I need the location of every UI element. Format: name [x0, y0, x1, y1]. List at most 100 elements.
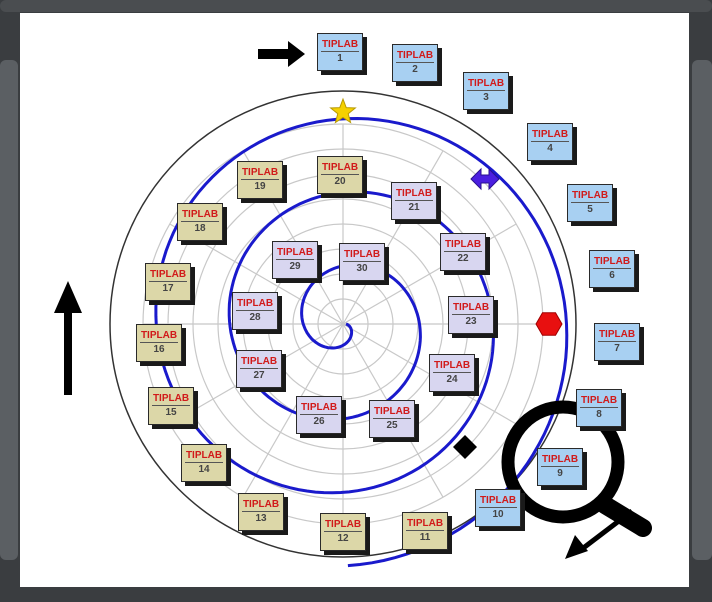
background-left-panel — [0, 60, 18, 560]
tile-number: 1 — [337, 53, 343, 64]
tile-number: 4 — [547, 143, 553, 154]
tile-brand-label: TIPLAB — [323, 519, 363, 532]
tile-brand-label: TIPLAB — [241, 499, 281, 512]
tile-number: 8 — [596, 409, 602, 420]
arrow-right-icon — [258, 41, 305, 67]
tile-number: 7 — [614, 343, 620, 354]
tile-number: 23 — [465, 316, 477, 327]
tile-number: 13 — [255, 513, 267, 524]
tile-brand-label: TIPLAB — [275, 247, 315, 260]
tile-brand-label: TIPLAB — [372, 406, 412, 419]
tile-number: 14 — [198, 464, 210, 475]
tile-number: 9 — [557, 468, 563, 479]
tile-brand-label: TIPLAB — [466, 78, 506, 91]
magnifier-handle — [596, 496, 652, 537]
tile-brand-label: TIPLAB — [443, 239, 483, 252]
tile-brand-label: TIPLAB — [597, 329, 637, 342]
tile-number: 11 — [419, 532, 431, 543]
star-icon — [329, 97, 357, 124]
tile-brand-label: TIPLAB — [432, 360, 472, 373]
tile-number: 19 — [254, 181, 266, 192]
arrow-down-left-icon — [565, 535, 588, 559]
tile-number: 25 — [386, 420, 398, 431]
tile-number: 5 — [587, 204, 593, 215]
tile-number: 30 — [356, 263, 368, 274]
tile-number: 29 — [289, 261, 301, 272]
tile-number: 12 — [337, 533, 349, 544]
tile-brand-label: TIPLAB — [320, 162, 360, 175]
tile-number: 18 — [194, 223, 206, 234]
tile-number: 21 — [408, 202, 420, 213]
tile-brand-label: TIPLAB — [240, 167, 280, 180]
tile-number: 16 — [153, 344, 165, 355]
tile-brand-label: TIPLAB — [235, 298, 275, 311]
tile-brand-label: TIPLAB — [395, 50, 435, 63]
tile-brand-label: TIPLAB — [451, 302, 491, 315]
tile-brand-label: TIPLAB — [239, 356, 279, 369]
outer-ring — [109, 90, 577, 558]
tile-number: 15 — [165, 407, 177, 418]
tile-number: 3 — [483, 92, 489, 103]
tile-number: 22 — [457, 253, 469, 264]
tile-number: 17 — [162, 283, 174, 294]
tile-brand-label: TIPLAB — [148, 269, 188, 282]
spiral-line — [154, 116, 569, 568]
tile-number: 10 — [492, 509, 504, 520]
tile-brand-label: TIPLAB — [394, 188, 434, 201]
hexagon-icon — [535, 312, 563, 336]
tile-number: 2 — [412, 64, 418, 75]
tile-brand-label: TIPLAB — [299, 402, 339, 415]
tile-brand-label: TIPLAB — [342, 249, 382, 262]
tile-brand-label: TIPLAB — [320, 39, 360, 52]
tile-brand-label: TIPLAB — [540, 454, 580, 467]
tile-number: 24 — [446, 374, 458, 385]
tile-brand-label: TIPLAB — [570, 190, 610, 203]
background-header — [0, 0, 712, 12]
tile-brand-label: TIPLAB — [180, 209, 220, 222]
tile-number: 20 — [334, 176, 346, 187]
tile-brand-label: TIPLAB — [139, 330, 179, 343]
grid-spoke-11 — [342, 150, 444, 325]
tile-brand-label: TIPLAB — [405, 518, 445, 531]
double-arrow-icon — [470, 167, 500, 191]
magnifier-icon — [501, 400, 625, 524]
tile-brand-label: TIPLAB — [478, 495, 518, 508]
tile-brand-label: TIPLAB — [184, 450, 224, 463]
diamond-icon — [453, 435, 477, 459]
tile-brand-label: TIPLAB — [530, 129, 570, 142]
tile-number: 26 — [313, 416, 325, 427]
tile-number: 6 — [609, 270, 615, 281]
tile-brand-label: TIPLAB — [592, 256, 632, 269]
